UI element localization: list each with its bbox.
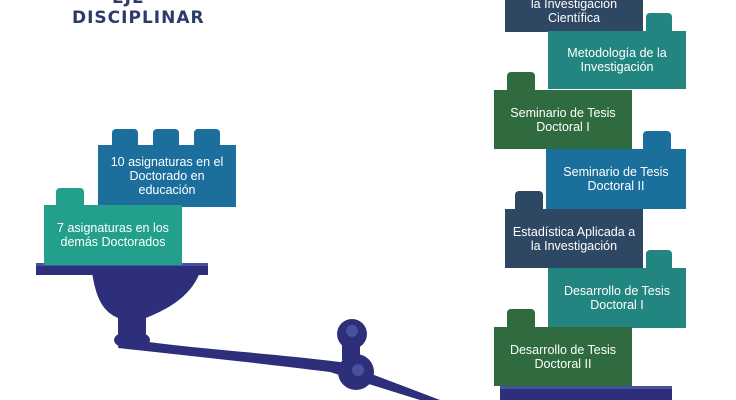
left-pan-knob bbox=[114, 331, 150, 349]
right-block-seminario-2: Seminario de Tesis Doctoral II bbox=[546, 149, 686, 209]
left-block-demas-doctorados: 7 asignaturas en los demás Doctorados bbox=[44, 205, 182, 265]
title-line-1: EJE bbox=[112, 0, 145, 8]
right-block-desarrollo-2: Desarrollo de Tesis Doctoral II bbox=[494, 327, 632, 386]
title-line-2: DISCIPLINAR bbox=[72, 8, 205, 28]
right-block-seminario-1: Seminario de Tesis Doctoral I bbox=[494, 90, 632, 149]
right-pan-plate bbox=[500, 386, 672, 400]
scale-beam bbox=[118, 338, 440, 400]
right-block-investigacion-cientifica: la Investigación Científica bbox=[505, 0, 643, 32]
right-block-desarrollo-1: Desarrollo de Tesis Doctoral I bbox=[548, 268, 686, 328]
right-block-metodologia: Metodología de la Investigación bbox=[548, 31, 686, 89]
right-block-estadistica: Estadística Aplicada a la Investigación bbox=[505, 209, 643, 268]
left-block-doctorado-educacion: 10 asignaturas en el Doctorado en educac… bbox=[98, 145, 236, 207]
left-pan-stem bbox=[92, 272, 200, 345]
